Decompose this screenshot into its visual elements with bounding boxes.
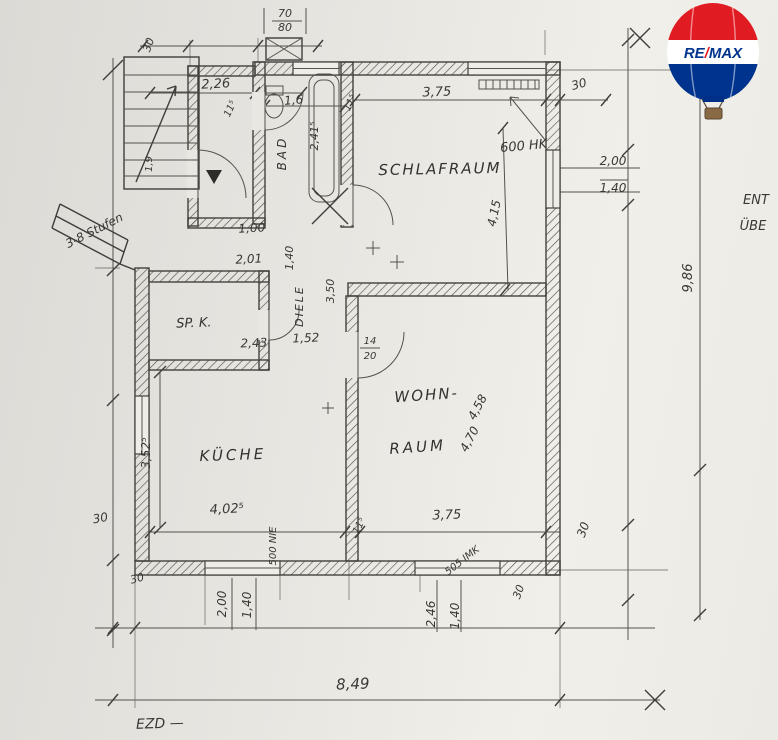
room-label-spk: SP. K. xyxy=(176,315,212,331)
dim-1-9: 1,9 xyxy=(144,156,155,172)
wall-vestibule-bottom xyxy=(187,217,266,229)
note-ent: ENT xyxy=(743,193,770,208)
dim-2-00-right: 2,00 xyxy=(600,154,627,168)
window-center-lines xyxy=(141,68,554,569)
room-label-kueche: KÜCHE xyxy=(199,444,266,465)
dim-1-40-bottom-2: 1,40 xyxy=(448,602,462,629)
dim-4-15: 4,15 xyxy=(484,199,503,228)
balloon-gore-lines xyxy=(689,3,737,101)
dim-2-41-5: 2,41⁵ xyxy=(308,122,321,151)
dimension-ticks xyxy=(102,27,707,711)
dim-2-00-bottom: 2,00 xyxy=(215,590,229,617)
dim-8-49: 8,49 xyxy=(336,674,370,693)
fixtures xyxy=(197,73,547,414)
dim-20: 20 xyxy=(364,351,377,362)
room-label-diele: DIELE xyxy=(293,285,306,327)
stairs xyxy=(51,56,222,271)
toilet-tank xyxy=(265,85,284,96)
room-label-bad: BAD xyxy=(275,136,289,171)
dim-30-top-left: 30 xyxy=(140,36,157,54)
wall-bad-left xyxy=(252,61,266,225)
dim-3-75-bottom: 3,75 xyxy=(432,508,461,524)
bathtub-inner xyxy=(313,79,335,197)
dim-9-86: 9,86 xyxy=(681,264,696,293)
dim-1-00: 1,00 xyxy=(238,220,266,235)
wall-vestibule-left xyxy=(187,65,199,227)
door-arcs xyxy=(197,91,405,379)
remax-logo: RE/MAX xyxy=(667,3,759,120)
radiator-arrow xyxy=(509,96,547,142)
remax-wordmark: RE/MAX xyxy=(684,45,743,62)
wall-right xyxy=(545,61,561,576)
door-cross-marks xyxy=(311,187,349,225)
dim-1-6: 1,6 xyxy=(284,92,305,108)
door-gap-bad xyxy=(252,92,266,130)
dim-1-52: 1,52 xyxy=(292,331,319,346)
note-600-hk: 600 HK xyxy=(500,137,550,156)
wall-pantry-bottom xyxy=(148,359,270,371)
dim-2-26: 2,26 xyxy=(201,76,231,92)
dim-30-bottom-left: 30 xyxy=(129,571,146,587)
dim-3-75-top: 3,75 xyxy=(422,85,451,101)
door-gap-pantry xyxy=(258,310,270,340)
dimension-line-set xyxy=(95,8,701,701)
bathtub xyxy=(308,73,340,203)
dim-4-58: 4,58 xyxy=(465,392,490,422)
wordmark-slash: / xyxy=(704,45,711,62)
dim-1-40-bottom: 1,40 xyxy=(240,591,254,618)
balloon-basket xyxy=(704,107,723,120)
dim-30-left: 30 xyxy=(92,510,110,527)
stair-treads xyxy=(124,74,199,177)
door-gap-entry xyxy=(187,150,199,198)
note-ube: ÜBE xyxy=(740,217,767,234)
dim-2-01: 2,01 xyxy=(235,251,262,266)
wordmark-re: RE xyxy=(684,45,706,62)
chimney-box xyxy=(265,37,303,61)
room-label-wohn: WOHN- xyxy=(394,384,460,406)
dim-14: 14 xyxy=(364,336,377,347)
porch-steps xyxy=(51,203,136,271)
dim-4-70: 4,70 xyxy=(457,424,482,454)
dim-2-43: 2,43 xyxy=(240,336,267,351)
room-label-raum: RAUM xyxy=(389,436,447,458)
radiator xyxy=(478,79,540,90)
door-gap-schlafraum xyxy=(340,185,354,225)
wall-corridor-left xyxy=(148,270,270,283)
stair-arrow xyxy=(135,85,177,183)
balloon-top-red xyxy=(667,3,759,40)
wall-corridor-right xyxy=(347,282,547,297)
dim-30-bottom-right: 30 xyxy=(574,520,593,539)
dim-80: 80 xyxy=(278,21,292,34)
dim-30-top-right: 30 xyxy=(570,75,589,93)
dim-1-40-right: 1,40 xyxy=(600,181,627,195)
extension-line-set xyxy=(95,30,705,708)
note-stufen: 3-8 Stufen xyxy=(63,210,125,251)
dim-3-52-5: 3,52⁵ xyxy=(139,437,153,469)
dim-30-bottom-2: 30 xyxy=(510,583,527,601)
plus-scribbles xyxy=(322,241,404,414)
note-500-nie: 500 NIE xyxy=(268,526,279,566)
windows xyxy=(134,61,561,576)
dim-1-40-diele: 1,40 xyxy=(283,246,296,271)
dim-70: 70 xyxy=(278,7,292,20)
stairwell-outline xyxy=(123,56,200,190)
dim-3-50: 3,50 xyxy=(324,279,337,304)
note-ezd: EZD — xyxy=(136,715,184,733)
dim-4-02-5: 4,02⁵ xyxy=(209,501,244,518)
radiator-fins xyxy=(485,80,536,89)
dimension-lines xyxy=(95,8,707,711)
door-gap-living xyxy=(345,332,359,378)
dim-2-46: 2,46 xyxy=(424,600,438,627)
balloon-band-white xyxy=(667,40,759,64)
chimney-cross xyxy=(265,37,303,61)
balloon-skirt xyxy=(703,96,724,102)
walls xyxy=(134,37,561,576)
room-label-schlafraum: SCHLAFRAUM xyxy=(378,159,501,179)
direction-triangle xyxy=(206,170,222,184)
dim-11-5-a: 11⁵ xyxy=(222,99,239,119)
wordmark-max: MAX xyxy=(709,45,743,62)
